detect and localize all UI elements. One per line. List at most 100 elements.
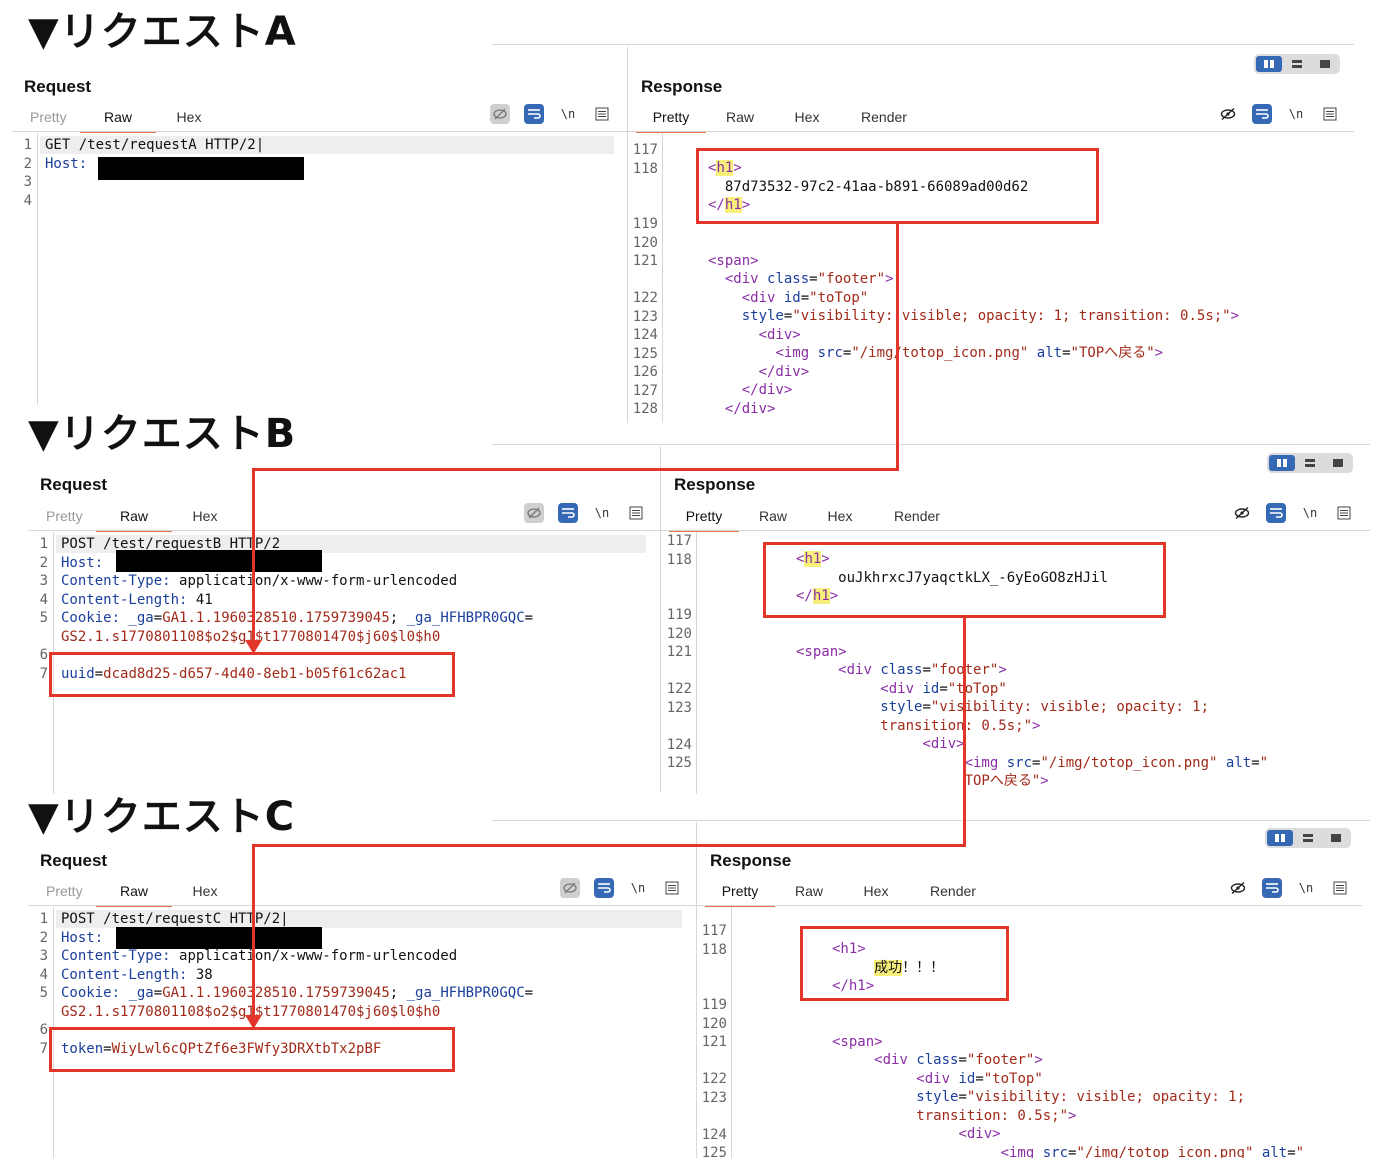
single-view-icon[interactable] xyxy=(1312,56,1338,72)
wrap-lines-icon[interactable] xyxy=(524,104,544,124)
redacted-host xyxy=(98,157,304,180)
hide-eye-icon[interactable] xyxy=(1228,878,1248,898)
menu-icon[interactable] xyxy=(1320,104,1340,124)
highlight-box-h1-a xyxy=(696,148,1099,224)
wrap-lines-icon[interactable] xyxy=(1266,503,1286,523)
response-title-b: Response xyxy=(674,475,756,494)
tab-hex[interactable]: Hex xyxy=(827,508,853,524)
single-view-icon[interactable] xyxy=(1325,455,1351,471)
stacked-view-icon[interactable] xyxy=(1297,455,1323,471)
connector-line xyxy=(963,618,966,847)
request-toolbar-a: \n xyxy=(490,104,612,124)
wrap-lines-icon[interactable] xyxy=(558,503,578,523)
tab-pretty[interactable]: Pretty xyxy=(46,508,83,524)
section-title-a: ▼リクエストA xyxy=(28,9,297,55)
tab-render[interactable]: Render xyxy=(894,508,940,524)
tab-hex[interactable]: Hex xyxy=(863,883,889,899)
connector-line xyxy=(252,468,899,471)
menu-icon[interactable] xyxy=(1334,503,1354,523)
newline-toggle[interactable]: \n xyxy=(594,506,610,520)
tab-hex[interactable]: Hex xyxy=(192,883,218,899)
content-type: application/x-www-form-urlencoded xyxy=(179,948,458,964)
h1-value: ouJkhrxcJ7yaqctkLX_-6yEoGO8zHJil xyxy=(838,569,1108,586)
hide-eye-icon[interactable] xyxy=(490,104,510,124)
request-toolbar-b: \n xyxy=(524,503,646,523)
tab-pretty[interactable]: Pretty xyxy=(705,883,775,907)
response-toolbar-c: \n xyxy=(1228,878,1350,898)
hide-eye-icon[interactable] xyxy=(560,878,580,898)
wrap-lines-icon[interactable] xyxy=(1262,878,1282,898)
h1-value: 成功 xyxy=(874,959,903,976)
single-view-icon[interactable] xyxy=(1323,830,1349,846)
body-value: WiyLwl6cQPtZf6e3FWfy3DRXtbTx2pBF xyxy=(111,1040,382,1057)
content-type: application/x-www-form-urlencoded xyxy=(179,573,458,589)
response-tabs-b: Pretty Raw Hex Render xyxy=(669,508,961,532)
request-line: GET /test/requestA HTTP/2 xyxy=(45,137,256,153)
tab-raw[interactable]: Raw xyxy=(794,883,823,899)
tab-render[interactable]: Render xyxy=(861,109,907,125)
highlight-box-token xyxy=(49,1027,455,1072)
line-numbers: 1 2 3 4 5 6 7 xyxy=(39,536,48,682)
tab-pretty[interactable]: Pretty xyxy=(46,883,83,899)
response-title-c: Response xyxy=(710,851,792,870)
response-toolbar-b: \n xyxy=(1232,503,1354,523)
wrap-lines-icon[interactable] xyxy=(594,878,614,898)
highlight-box-h1-b xyxy=(763,542,1166,618)
newline-toggle[interactable]: \n xyxy=(560,107,576,121)
menu-icon[interactable] xyxy=(1330,878,1350,898)
tab-raw[interactable]: Raw xyxy=(725,109,754,125)
tab-pretty[interactable]: Pretty xyxy=(669,508,739,532)
newline-toggle[interactable]: \n xyxy=(630,881,646,895)
menu-icon[interactable] xyxy=(592,104,612,124)
request-toolbar-c: \n xyxy=(560,878,682,898)
request-title-b: Request xyxy=(40,475,108,494)
section-title-c: ▼リクエストC xyxy=(28,794,296,840)
request-editor-b[interactable]: POST /test/requestB HTTP/2 Host: Content… xyxy=(61,536,534,682)
highlight-box-success xyxy=(800,926,1009,1001)
tab-raw[interactable]: Raw xyxy=(96,508,172,532)
split-view-icon[interactable] xyxy=(1256,56,1282,72)
request-editor-a[interactable]: GET /test/requestA HTTP/2| Host: xyxy=(45,137,265,172)
tab-hex[interactable]: Hex xyxy=(176,109,202,125)
hide-eye-icon[interactable] xyxy=(1232,503,1252,523)
body-key: token xyxy=(61,1040,104,1057)
split-view-icon[interactable] xyxy=(1269,455,1295,471)
stacked-view-icon[interactable] xyxy=(1284,56,1310,72)
redacted-host xyxy=(116,550,322,572)
request-line: POST /test/requestC HTTP/2 xyxy=(61,911,281,927)
newline-toggle[interactable]: \n xyxy=(1288,107,1304,121)
wrap-lines-icon[interactable] xyxy=(1252,104,1272,124)
split-view-icon[interactable] xyxy=(1267,830,1293,846)
tab-pretty[interactable]: Pretty xyxy=(636,109,706,133)
line-numbers: 1 2 3 4 5 6 7 xyxy=(39,911,48,1057)
cookie-ga-hf: GS2.1.s1770801108$o2$g1$t1770801470$j60$… xyxy=(61,1003,441,1020)
tab-raw[interactable]: Raw xyxy=(96,883,172,907)
stacked-view-icon[interactable] xyxy=(1295,830,1321,846)
hide-eye-icon[interactable] xyxy=(524,503,544,523)
response-editor-c[interactable]: <h1> 成功！！！ </h1> <span> <div class="foot… xyxy=(832,941,1305,1158)
hide-eye-icon[interactable] xyxy=(1218,104,1238,124)
tab-hex[interactable]: Hex xyxy=(794,109,820,125)
img-alt: "TOPへ戻る" xyxy=(1070,345,1155,361)
newline-toggle[interactable]: \n xyxy=(1302,506,1318,520)
highlight-box-uuid xyxy=(49,652,455,697)
line-numbers: 1 2 3 4 xyxy=(23,137,32,209)
menu-icon[interactable] xyxy=(626,503,646,523)
tab-hex[interactable]: Hex xyxy=(192,508,218,524)
view-layout-switch[interactable] xyxy=(1254,54,1340,74)
request-title-a: Request xyxy=(24,77,92,96)
response-editor-b[interactable]: <h1> ouJkhrxcJ7yaqctkLX_-6yEoGO8zHJil </… xyxy=(796,551,1269,789)
tab-render[interactable]: Render xyxy=(930,883,976,899)
tab-pretty[interactable]: Pretty xyxy=(30,109,67,125)
view-layout-switch[interactable] xyxy=(1267,453,1353,473)
tab-raw[interactable]: Raw xyxy=(758,508,787,524)
newline-toggle[interactable]: \n xyxy=(1298,881,1314,895)
body-key: uuid xyxy=(61,665,95,682)
view-layout-switch[interactable] xyxy=(1265,828,1351,848)
tab-raw[interactable]: Raw xyxy=(80,109,156,133)
response-editor-a[interactable]: <h1> 87d73532-97c2-41aa-b891-66089ad00d6… xyxy=(708,160,1240,417)
menu-icon[interactable] xyxy=(662,878,682,898)
cookie-ga-hf: GS2.1.s1770801108$o2$g1$t1770801470$j60$… xyxy=(61,628,441,645)
img-src: "/img/totop_icon.png" xyxy=(851,345,1029,361)
section-title-b: ▼リクエストB xyxy=(28,411,297,457)
